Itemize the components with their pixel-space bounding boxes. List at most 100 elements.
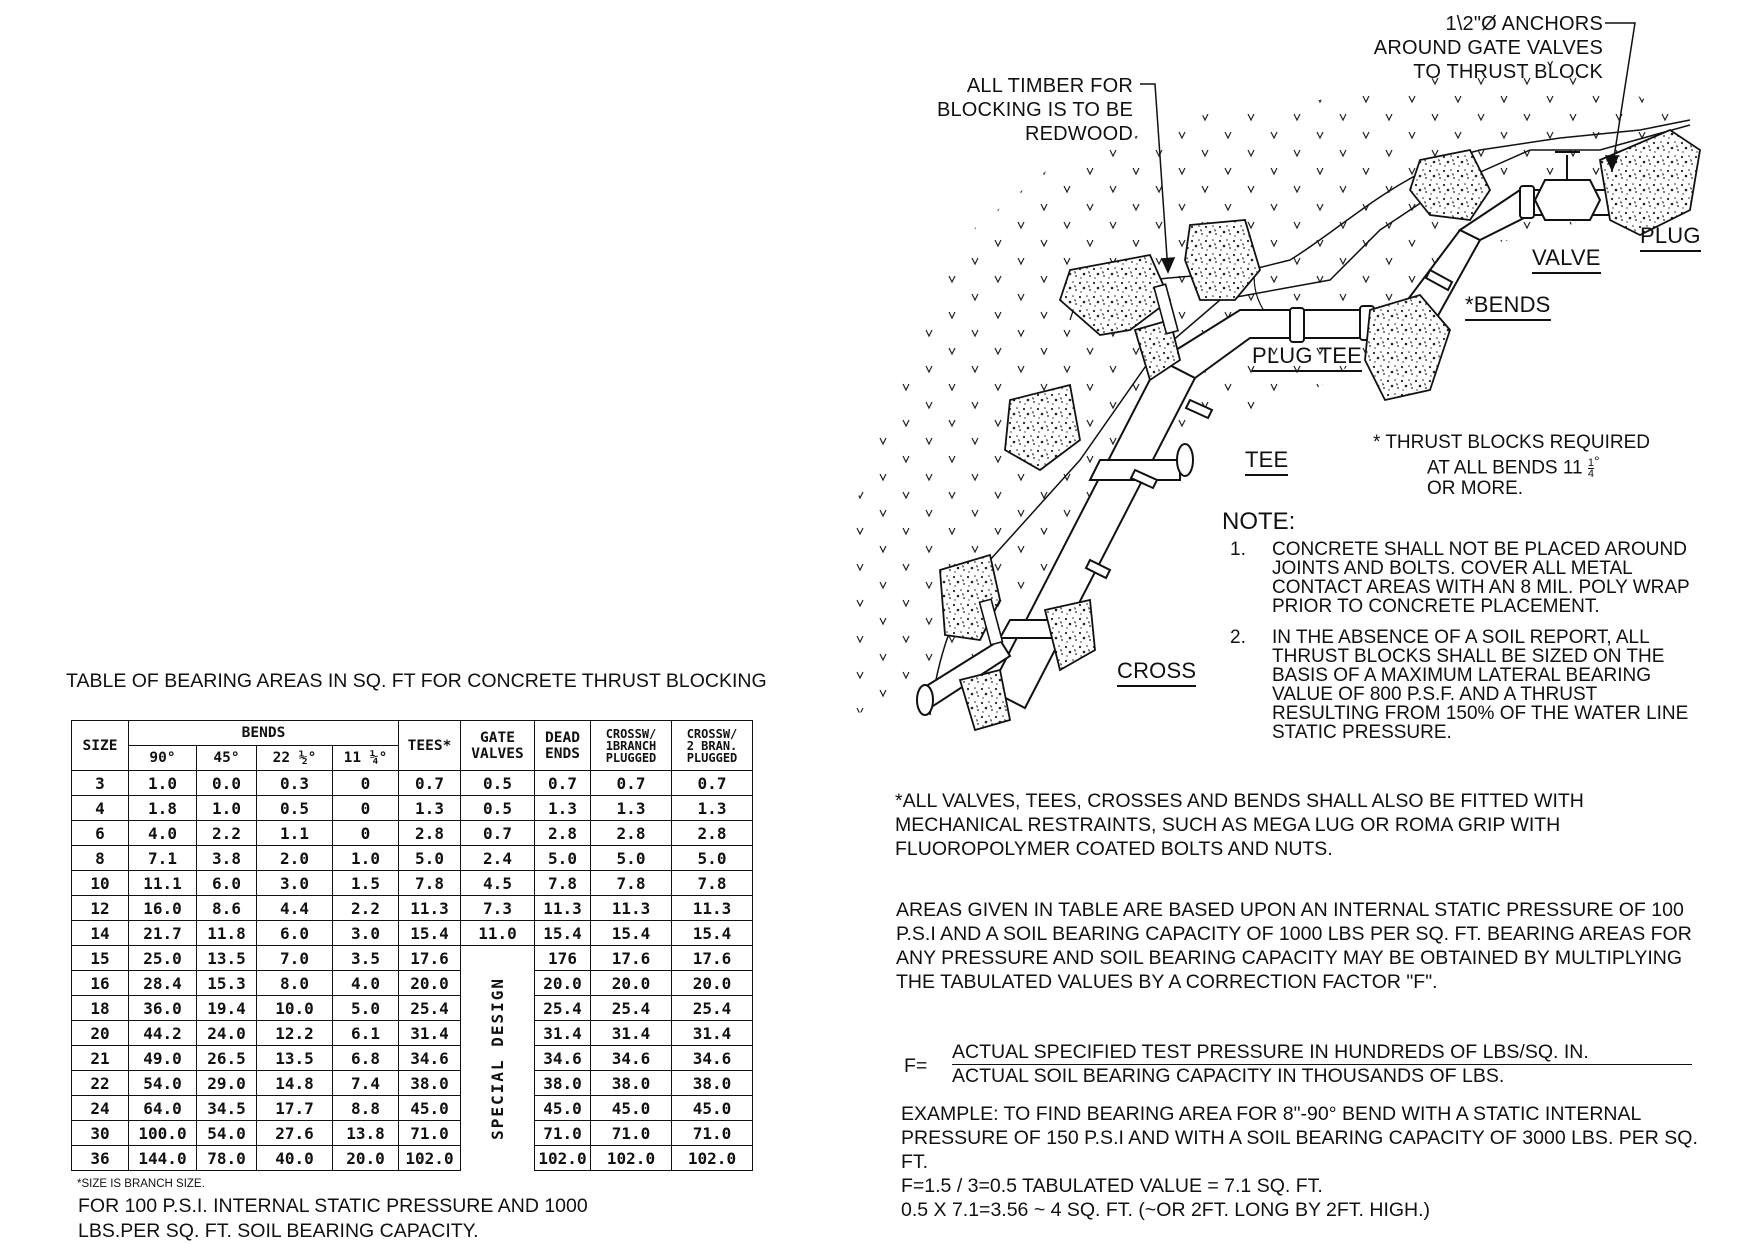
table-cell: 5.0 — [534, 845, 591, 871]
table-cell: 54.0 — [196, 1120, 257, 1146]
table-cell: 7.0 — [256, 945, 333, 971]
table-cell: 45.0 — [590, 1095, 672, 1121]
table-cell: 4.4 — [256, 895, 333, 921]
table-cell: 34.6 — [398, 1045, 461, 1071]
table-cell: 44.2 — [128, 1020, 197, 1046]
note-line: BASIS OF A MAXIMUM LATERAL BEARING — [1272, 665, 1652, 686]
table-bottom-text: FOR 100 P.S.I. INTERNAL STATIC PRESSURE … — [78, 1195, 588, 1242]
thrust-block-note: * THRUST BLOCKS REQUIRED AT ALL BENDS 11… — [1373, 433, 1650, 498]
table-cell: 25.4 — [590, 995, 672, 1021]
table-cell: 26.5 — [196, 1045, 257, 1071]
table-cell: 31.4 — [671, 1020, 753, 1046]
table-cell: 64.0 — [128, 1095, 197, 1121]
table-cell: 14.8 — [256, 1070, 333, 1096]
table-cell: 0.7 — [398, 770, 461, 796]
table-cell: 102.0 — [398, 1145, 461, 1171]
note-line: VALUE OF 800 P.S.F. AND A THRUST — [1272, 684, 1598, 705]
table-cell: 54.0 — [128, 1070, 197, 1096]
table-cell: 4.5 — [460, 870, 535, 896]
table-cell: 0.7 — [671, 770, 753, 796]
table-cell: 1.1 — [256, 820, 333, 846]
thrust-note-line-1: * THRUST BLOCKS REQUIRED — [1373, 432, 1650, 453]
formula-numerator: ACTUAL SPECIFIED TEST PRESSURE IN HUNDRE… — [952, 1041, 1589, 1063]
table-cell: 0.7 — [460, 820, 535, 846]
thrust-note-line-3: OR MORE. — [1427, 477, 1524, 499]
table-cell: 0.7 — [590, 770, 672, 796]
table-cell: 2.4 — [460, 845, 535, 871]
table-cell: 24.0 — [196, 1020, 257, 1046]
table-footnote: *SIZE IS BRANCH SIZE. — [77, 1178, 205, 1190]
table-cell: 31.4 — [398, 1020, 461, 1046]
table-cell: 71.0 — [590, 1120, 672, 1146]
note-line: THRUST BLOCKS SHALL BE SIZED ON THE — [1272, 646, 1665, 667]
table-cell: 20.0 — [671, 970, 753, 996]
table-cell: 20.0 — [398, 970, 461, 996]
table-cell: 34.6 — [534, 1045, 591, 1071]
thrust-note-line-2: AT ALL BENDS 11 1 4 ° — [1427, 453, 1600, 480]
table-cell: 16 — [71, 970, 129, 996]
table-cell: 29.0 — [196, 1070, 257, 1096]
table-cell: 34.5 — [196, 1095, 257, 1121]
table-cell: 11.1 — [128, 870, 197, 896]
table-cell: 17.6 — [398, 945, 461, 971]
note-line: CONCRETE SHALL NOT BE PLACED AROUND — [1272, 539, 1687, 560]
table-cell: 11.8 — [196, 920, 257, 946]
col-bend-22: 22 ½° — [256, 745, 333, 771]
table-cell: 3 — [71, 770, 129, 796]
table-cell: 40.0 — [256, 1145, 333, 1171]
table-cell: 19.4 — [196, 995, 257, 1021]
anchors-line-2: AROUND GATE VALVES — [1373, 37, 1603, 59]
table-cell: 5.0 — [398, 845, 461, 871]
table-cell: 38.0 — [534, 1070, 591, 1096]
plug-tee-label: PLUG TEE — [1252, 343, 1363, 372]
table-cell: 3.0 — [256, 870, 333, 896]
valve-label: VALVE — [1532, 245, 1601, 274]
bends-label: *BENDS — [1465, 292, 1551, 321]
note-number: 2. — [1230, 627, 1246, 648]
cross-label: CROSS — [1117, 658, 1197, 687]
table-cell: 7.1 — [128, 845, 197, 871]
table-cell: 71.0 — [534, 1120, 591, 1146]
table-cell: 1.8 — [128, 795, 197, 821]
table-cell: 34.6 — [590, 1045, 672, 1071]
special-design-label: SPECIAL DESIGN — [488, 976, 507, 1140]
table-cell: 13.5 — [256, 1045, 333, 1071]
table-cell: 144.0 — [128, 1145, 197, 1171]
table-cell: 4.0 — [332, 970, 399, 996]
table-cell: 2.8 — [671, 820, 753, 846]
areas-text: AREAS GIVEN IN TABLE ARE BASED UPON AN I… — [896, 899, 1692, 993]
table-cell: 45.0 — [671, 1095, 753, 1121]
table-cell: 34.6 — [671, 1045, 753, 1071]
table-cell: 6 — [71, 820, 129, 846]
note-line: JOINTS AND BOLTS. COVER ALL METAL — [1272, 558, 1633, 579]
table-title: TABLE OF BEARING AREAS IN SQ. FT FOR CON… — [66, 670, 767, 692]
table-cell: 0.5 — [256, 795, 333, 821]
table-cell: 24 — [71, 1095, 129, 1121]
table-cell: 71.0 — [398, 1120, 461, 1146]
table-cell: 2.8 — [534, 820, 591, 846]
table-cell: 13.5 — [196, 945, 257, 971]
special-design-cell: SPECIAL DESIGN — [460, 945, 535, 1171]
table-cell: 17.6 — [671, 945, 753, 971]
table-cell: 1.0 — [332, 845, 399, 871]
note-line: RESULTING FROM 150% OF THE WATER LINE — [1272, 703, 1689, 724]
anchors-callout: 1\2"Ø ANCHORS AROUND GATE VALVES TO THRU… — [1374, 12, 1603, 84]
table-cell: 15.3 — [196, 970, 257, 996]
table-cell: 0 — [332, 770, 399, 796]
table-cell: 11.3 — [671, 895, 753, 921]
table-cell: 17.7 — [256, 1095, 333, 1121]
col-bend-11: 11 ¼° — [332, 745, 399, 771]
table-cell: 3.0 — [332, 920, 399, 946]
table-cell: 7.8 — [398, 870, 461, 896]
tee-label: TEE — [1245, 447, 1289, 476]
table-cell: 25.0 — [128, 945, 197, 971]
table-cell: 15.4 — [590, 920, 672, 946]
table-cell: 36 — [71, 1145, 129, 1171]
col-size: SIZE — [71, 720, 129, 771]
table-cell: 0.0 — [196, 770, 257, 796]
